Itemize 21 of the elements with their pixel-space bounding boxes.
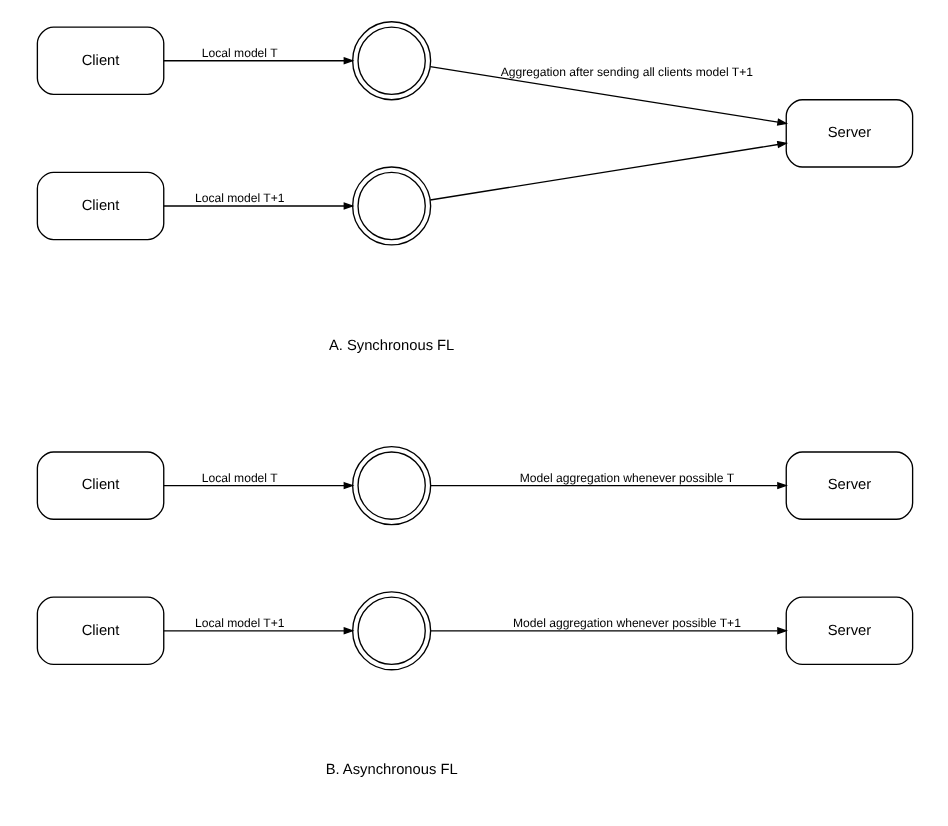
arrow — [162, 202, 354, 210]
arrow — [429, 481, 787, 490]
node-box: Client — [35, 26, 164, 96]
node-box: Client — [35, 451, 164, 520]
arrow — [428, 140, 788, 201]
node-network — [350, 591, 431, 671]
node-box: Client — [35, 596, 164, 666]
node-network — [350, 21, 431, 101]
node-box: Server — [784, 99, 913, 168]
node-box: Client — [35, 171, 164, 241]
label: A. Synchronous FL — [327, 335, 454, 354]
arrow — [162, 57, 354, 65]
arrow — [162, 481, 354, 490]
arrow — [429, 627, 787, 635]
label: B. Asynchronous FL — [324, 760, 457, 779]
node-box: Server — [784, 451, 913, 520]
node-network — [350, 166, 431, 246]
node-network — [350, 445, 431, 526]
arrow — [428, 66, 788, 126]
node-box: Server — [784, 596, 913, 666]
arrow — [162, 627, 354, 635]
